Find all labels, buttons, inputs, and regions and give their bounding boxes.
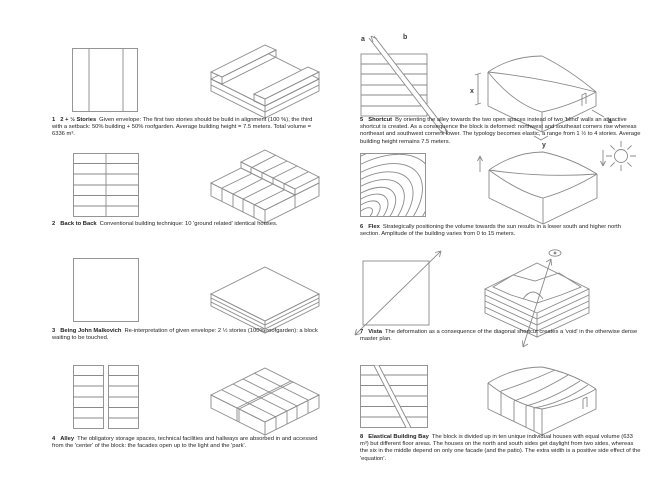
bay-notch (581, 92, 587, 106)
plan-two-bars-rows (73, 365, 139, 429)
bay-notch (582, 396, 588, 409)
figure-text: The deformation as a consequence of the … (360, 329, 638, 343)
diagonal-alley (373, 365, 412, 428)
figure-number: 3 (52, 328, 56, 334)
figure-text: Conventional building technique: 10 'gro… (99, 221, 278, 227)
sun-icon (606, 141, 636, 171)
figure-number: 8 (360, 434, 364, 440)
plan-contour-lines (360, 153, 426, 217)
figure-title: Being John Malkovich (60, 328, 122, 334)
valley-rim (492, 272, 582, 304)
y-dimension-bracket (533, 135, 549, 141)
figure-text: The block is divided up in ten unique in… (360, 434, 641, 462)
axon-wavy-bay-block (487, 366, 597, 436)
up-arrow-icon (477, 155, 483, 172)
axon-flat-slab (209, 266, 321, 334)
plan-rows-diagonal-arrow: a b (360, 34, 449, 135)
figure-title: Vista (368, 329, 382, 335)
figure-title: Elastical Building Bay (368, 434, 429, 440)
valley-mound (522, 291, 544, 300)
sight-line-arrow (522, 258, 552, 348)
figure-title: 2 + ½ Stories (60, 117, 97, 123)
figure-title: Flex (368, 224, 380, 230)
figure-title: Alley (60, 436, 75, 442)
plan-rows-diagonal-alley (360, 365, 428, 428)
plan-label-b: b (403, 34, 407, 41)
axon-label-x: x (470, 88, 474, 95)
figure-text: Strategically positioning the volume tow… (360, 224, 621, 238)
figure-number: 4 (52, 436, 56, 442)
figure-number: 1 (52, 117, 56, 123)
figure-text: Re-interpretation of given envelope: 2 ½… (52, 328, 318, 342)
shortcut-arrowhead-top (370, 35, 378, 43)
shortcut-arrowhead-bottom (440, 127, 448, 135)
figure-text: The obligatory storage spaces, technical… (52, 436, 318, 450)
x-dimension-line (474, 72, 482, 106)
axon-saddle-block: x y a (470, 55, 612, 149)
figure-number: 5 (360, 117, 364, 123)
plan-empty-square (73, 258, 139, 322)
axon-valley-block-eye (484, 249, 590, 348)
axon-flex-block-sun (477, 141, 636, 225)
plan-diagonal-vista-arrow (354, 250, 442, 336)
vista-arrow (354, 250, 442, 336)
a-dimension-line (591, 109, 605, 118)
axon-stepped-row-houses (209, 149, 321, 224)
figure-number: 7 (360, 329, 364, 335)
plan-label-a: a (361, 36, 365, 43)
down-arrow-icon (600, 150, 606, 167)
figure-number: 2 (52, 221, 56, 227)
plan-grid-2x5 (73, 153, 139, 217)
axon-slab-two-roof-bars (209, 44, 321, 119)
axon-slab-center-alley (209, 367, 321, 436)
axon-label-a: a (608, 118, 612, 125)
figure-text: Given envelope: The first two stories sh… (52, 117, 313, 138)
figure-title: Shortcut (368, 117, 393, 123)
figure-number: 6 (360, 224, 364, 230)
figure-title: Back to Back (60, 221, 97, 227)
contour-curves (361, 154, 425, 216)
figure-text: By orienting the alley towards the two o… (360, 117, 641, 145)
bay-strips (500, 369, 589, 409)
axon-label-y: y (542, 142, 546, 149)
plan-three-strips (72, 48, 138, 112)
eye-icon (548, 249, 562, 257)
